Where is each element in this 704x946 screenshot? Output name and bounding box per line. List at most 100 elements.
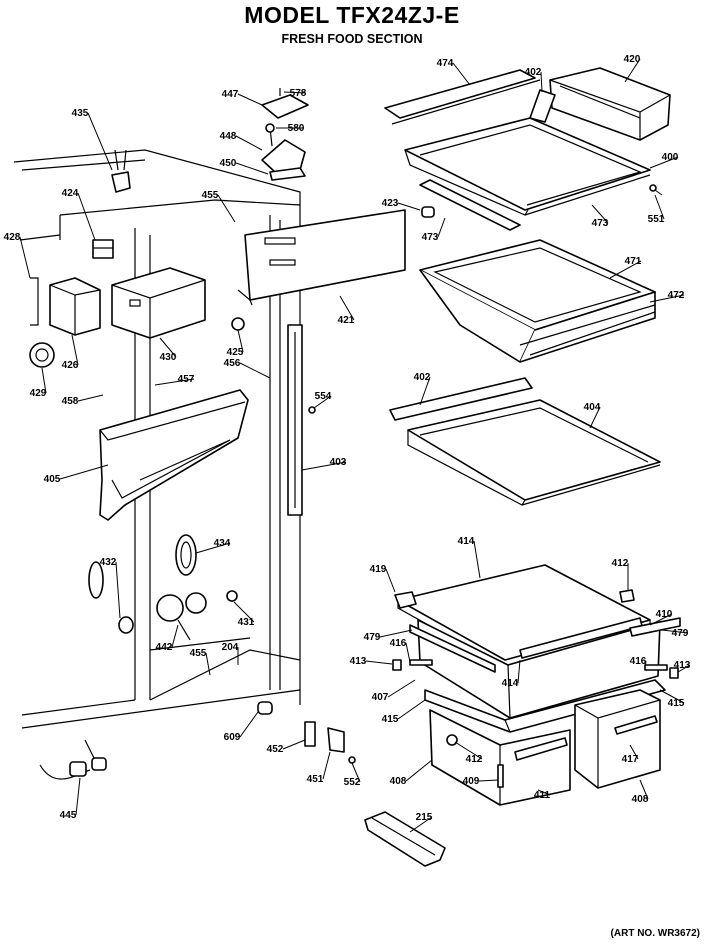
leader-line-c458: [77, 394, 104, 402]
leader-line-c474: [452, 62, 471, 86]
leader-line-c432: [115, 561, 121, 619]
callout-label-c412b: 412: [466, 754, 483, 765]
leader-line-c426: [71, 334, 79, 366]
callout-label-c416b: 416: [630, 656, 647, 667]
leader-line-c414a: [473, 540, 481, 579]
callout-label-c429: 429: [30, 388, 47, 399]
part-426-housing: [49, 277, 101, 336]
callout-label-c457: 457: [178, 374, 195, 385]
callout-label-c432: 432: [100, 557, 117, 568]
callout-label-c411: 411: [534, 790, 551, 801]
callout-label-c417: 417: [622, 754, 639, 765]
leader-line-c402b: [419, 376, 431, 406]
leader-line-c419: [385, 568, 396, 593]
callout-label-c580: 580: [288, 123, 305, 134]
callout-label-c473a: 473: [592, 218, 609, 229]
leader-line-c215: [409, 816, 433, 833]
leader-line-c408a: [405, 759, 433, 782]
callout-label-c403: 403: [330, 457, 347, 468]
callout-label-c551: 551: [648, 214, 665, 225]
part-403-shelf-ladder: [287, 324, 303, 516]
part-421-control-panel: [237, 209, 406, 306]
leader-line-c609: [239, 711, 259, 738]
leader-line-c424: [77, 192, 96, 241]
leader-line-c410: [649, 613, 673, 626]
diagram-title: MODEL TFX24ZJ-E: [244, 2, 460, 28]
leader-line-c400: [649, 156, 679, 169]
leader-line-c415b: [659, 689, 685, 704]
callout-label-c416a: 416: [390, 638, 407, 649]
callout-label-c415b: 415: [668, 698, 685, 709]
leader-line-c552: [351, 762, 361, 783]
part-471-pan: [419, 239, 656, 363]
part-447-light-shield: [261, 88, 309, 119]
leader-line-c405: [59, 464, 109, 480]
leader-line-c412b: [454, 741, 483, 760]
leader-line-c416b: [644, 660, 647, 669]
callout-label-c423: 423: [382, 198, 399, 209]
leader-line-c423: [397, 202, 421, 211]
leader-line-c479b: [661, 629, 689, 634]
part-408-left-drawer: [429, 709, 571, 806]
callout-label-c413b: 413: [674, 660, 691, 671]
callout-label-c424: 424: [62, 188, 79, 199]
leader-line-c402a: [540, 71, 543, 93]
callout-label-c455a: 455: [202, 190, 219, 201]
callout-label-c445: 445: [60, 810, 77, 821]
callout-label-c420: 420: [624, 54, 641, 65]
callout-label-c400: 400: [662, 152, 679, 163]
part-423-roller: [421, 206, 435, 218]
leader-line-c452: [282, 739, 306, 750]
part-400-shelf: [404, 117, 651, 231]
callout-label-c474: 474: [437, 58, 454, 69]
leader-line-c457: [154, 378, 195, 386]
part-405-air-duct: [99, 389, 249, 521]
leader-line-c447: [237, 93, 263, 106]
part-445-power-cord: [39, 739, 107, 780]
part-552-screw: [348, 756, 356, 764]
leader-line-c448: [235, 135, 263, 151]
leader-line-c434: [195, 542, 231, 554]
callout-label-c458: 458: [62, 396, 79, 407]
callout-label-c434: 434: [214, 538, 231, 549]
callout-label-c402b: 402: [414, 372, 431, 383]
callout-label-c409: 409: [463, 776, 480, 787]
callout-label-c407: 407: [372, 692, 389, 703]
leader-line-c455b: [205, 652, 211, 676]
callout-label-c435: 435: [72, 108, 89, 119]
leader-line-c471: [609, 260, 642, 279]
callout-label-c412a: 412: [612, 558, 629, 569]
leader-line-c417: [629, 744, 639, 760]
callout-label-c448: 448: [220, 131, 237, 142]
callout-label-c479b: 479: [672, 628, 689, 639]
leader-line-c421: [339, 295, 355, 321]
part-451-hinge: [327, 727, 345, 753]
leader-line-c578: [283, 91, 307, 94]
leader-line-c428: [19, 236, 31, 279]
leader-line-c554: [313, 395, 332, 409]
part-474-shelf-trim: [384, 69, 556, 125]
part-412-fastener: [446, 734, 458, 746]
callout-label-c447: 447: [222, 89, 239, 100]
leader-line-c429: [41, 367, 47, 394]
callout-label-c426: 426: [62, 360, 79, 371]
part-448-light-socket: [261, 123, 306, 173]
part-432-grommet: [88, 561, 134, 634]
callout-label-c428: 428: [4, 232, 21, 243]
leader-line-c472: [649, 294, 685, 303]
diagram-subtitle: FRESH FOOD SECTION: [281, 32, 423, 46]
callout-label-c472: 472: [668, 290, 685, 301]
leader-line-c455a: [217, 194, 236, 223]
leader-line-c456: [239, 362, 271, 379]
part-404-shelf: [389, 377, 661, 506]
leader-line-c420: [624, 58, 641, 83]
callout-label-c452: 452: [267, 744, 284, 755]
callout-label-c451: 451: [307, 774, 324, 785]
part-435-light-switch: [111, 149, 131, 193]
callout-label-c450: 450: [220, 158, 237, 169]
callout-label-c414b: 414: [502, 678, 519, 689]
leader-line-c473a: [591, 204, 609, 224]
callout-label-c552: 552: [344, 777, 361, 788]
part-424-switch: [92, 239, 114, 259]
